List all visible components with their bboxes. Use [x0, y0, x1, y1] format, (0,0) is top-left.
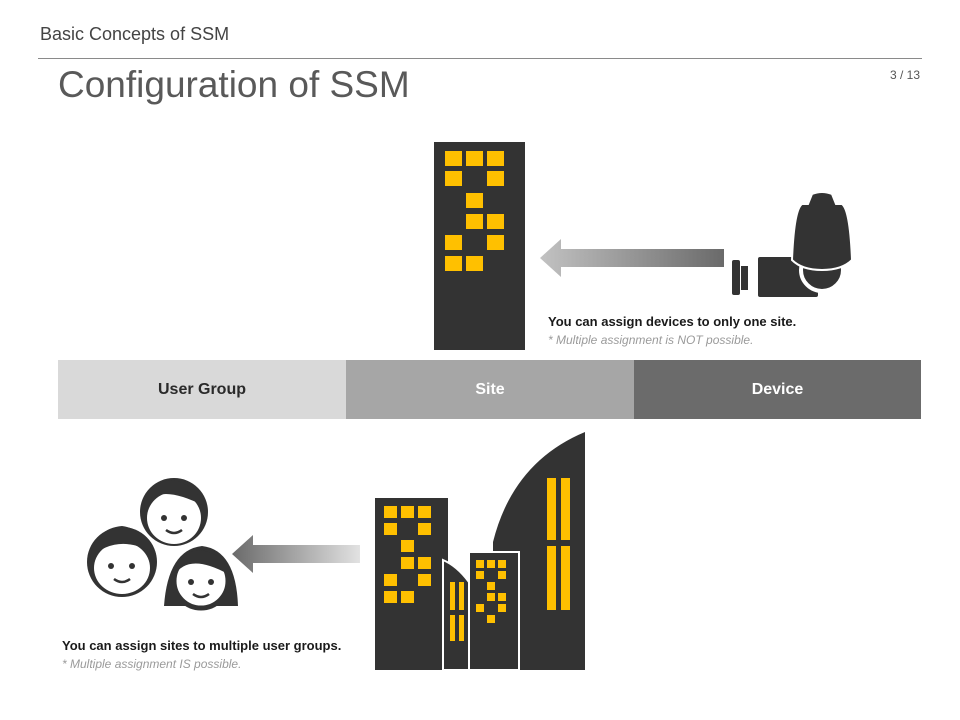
arrow-icon — [232, 535, 360, 573]
page-number: 3 / 13 — [889, 68, 920, 82]
device-icon — [732, 191, 854, 297]
page-title: Configuration of SSM — [58, 64, 410, 105]
user-group-band: User Group — [58, 360, 346, 419]
device-assignment-footnote: * Multiple assignment is NOT possible. — [548, 333, 754, 347]
user-group-icon — [87, 478, 238, 611]
device-assignment-rule: You can assign devices to only one site. — [548, 314, 797, 329]
site-assignment-note: You can assign sites to multiple user gr… — [62, 637, 382, 673]
site-band: Site — [346, 360, 634, 419]
section-title: Basic Concepts of SSM — [40, 24, 230, 44]
city-icon — [375, 432, 585, 671]
building-icon — [434, 142, 525, 350]
arrow-icon — [540, 239, 724, 277]
header-divider — [38, 58, 922, 59]
device-band: Device — [634, 360, 921, 419]
site-assignment-footnote: * Multiple assignment IS possible. — [62, 657, 242, 671]
device-assignment-note: You can assign devices to only one site.… — [548, 313, 928, 349]
site-assignment-rule: You can assign sites to multiple user gr… — [62, 638, 342, 653]
